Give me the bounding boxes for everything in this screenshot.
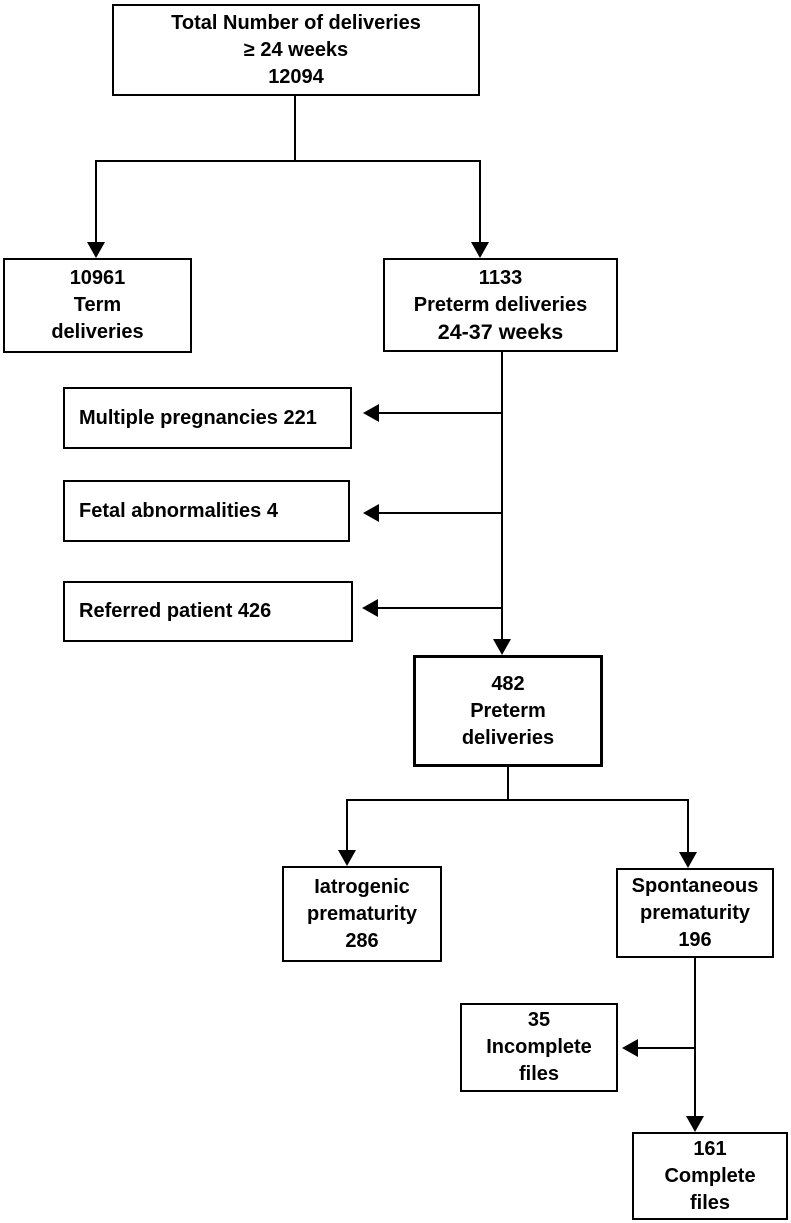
box-line: Incomplete: [486, 1036, 592, 1058]
connector-to-spontaneous: [687, 799, 689, 852]
box-line: 196: [678, 928, 712, 951]
arrowhead-down-spontaneous: [679, 852, 697, 868]
connector-482-stem: [507, 767, 509, 801]
box-line: ≥ 24 weeks: [243, 38, 349, 61]
box-line: 12094: [268, 65, 324, 88]
box-incomplete-files: 35 Incomplete files: [460, 1003, 618, 1092]
arrowhead-down-iatrogenic: [338, 850, 356, 866]
arrowhead-down-preterm-482: [493, 639, 511, 655]
box-line: 1133: [478, 266, 523, 289]
arrowhead-down-preterm: [471, 242, 489, 258]
connector-spontaneous-down: [694, 957, 696, 1116]
connector-excl-referred: [378, 607, 503, 609]
box-line: 482: [491, 672, 525, 695]
connector-mid-branch: [346, 799, 689, 801]
arrowhead-down-term: [87, 242, 105, 258]
box-line: prematurity: [639, 901, 751, 924]
box-line: 35: [527, 1009, 551, 1031]
box-exclusion-referred-patient: Referred patient 426: [63, 581, 353, 642]
box-line: files: [518, 1063, 560, 1085]
box-line: 286: [345, 929, 379, 952]
connector-total-stem: [294, 96, 296, 162]
box-line: deliveries: [51, 321, 144, 343]
box-line: files: [689, 1191, 731, 1214]
connector-excl-multiple: [379, 412, 503, 414]
box-line: Preterm: [470, 699, 546, 722]
box-exclusion-multiple-pregnancies: Multiple pregnancies 221: [63, 387, 352, 449]
box-line: 24-37 weeks: [437, 319, 564, 344]
box-line: Iatrogenic: [314, 875, 410, 898]
arrowhead-left-fetal: [363, 504, 379, 522]
connector-to-iatrogenic: [346, 799, 348, 850]
connector-excl-fetal: [379, 512, 503, 514]
arrowhead-left-referred: [362, 599, 378, 617]
connector-preterm-down: [501, 352, 503, 639]
box-line: Total Number of deliveries: [171, 11, 421, 34]
box-line: Complete: [664, 1164, 756, 1187]
box-line: Multiple pregnancies 221: [79, 406, 317, 429]
box-complete-files: 161 Complete files: [632, 1132, 788, 1220]
box-total-deliveries: Total Number of deliveries ≥ 24 weeks 12…: [112, 4, 480, 96]
connector-to-term: [95, 160, 97, 244]
box-line: 161: [693, 1137, 727, 1160]
box-line: Preterm deliveries: [413, 293, 588, 316]
connector-to-preterm: [479, 160, 481, 244]
box-preterm-deliveries-482: 482 Preterm deliveries: [413, 655, 603, 767]
box-iatrogenic-prematurity: Iatrogenic prematurity 286: [282, 866, 442, 962]
connector-top-branch: [95, 160, 481, 162]
box-preterm-deliveries-1133: 1133 Preterm deliveries 24-37 weeks: [383, 258, 618, 352]
arrowhead-left-incomplete: [622, 1039, 638, 1057]
box-line: Term: [73, 294, 122, 316]
arrowhead-left-multiple: [363, 404, 379, 422]
box-line: Spontaneous: [631, 874, 759, 897]
box-term-deliveries: 10961 Term deliveries: [3, 258, 192, 353]
connector-to-incomplete: [638, 1047, 696, 1049]
box-spontaneous-prematurity: Spontaneous prematurity 196: [616, 868, 774, 958]
box-line: 10961: [69, 267, 126, 289]
box-line: prematurity: [306, 902, 418, 925]
box-line: Referred patient 426: [79, 600, 272, 622]
box-line: deliveries: [461, 726, 555, 749]
box-exclusion-fetal-abnormalities: Fetal abnormalities 4: [63, 480, 350, 542]
arrowhead-down-complete: [686, 1116, 704, 1132]
box-line: Fetal abnormalities 4: [79, 499, 278, 522]
